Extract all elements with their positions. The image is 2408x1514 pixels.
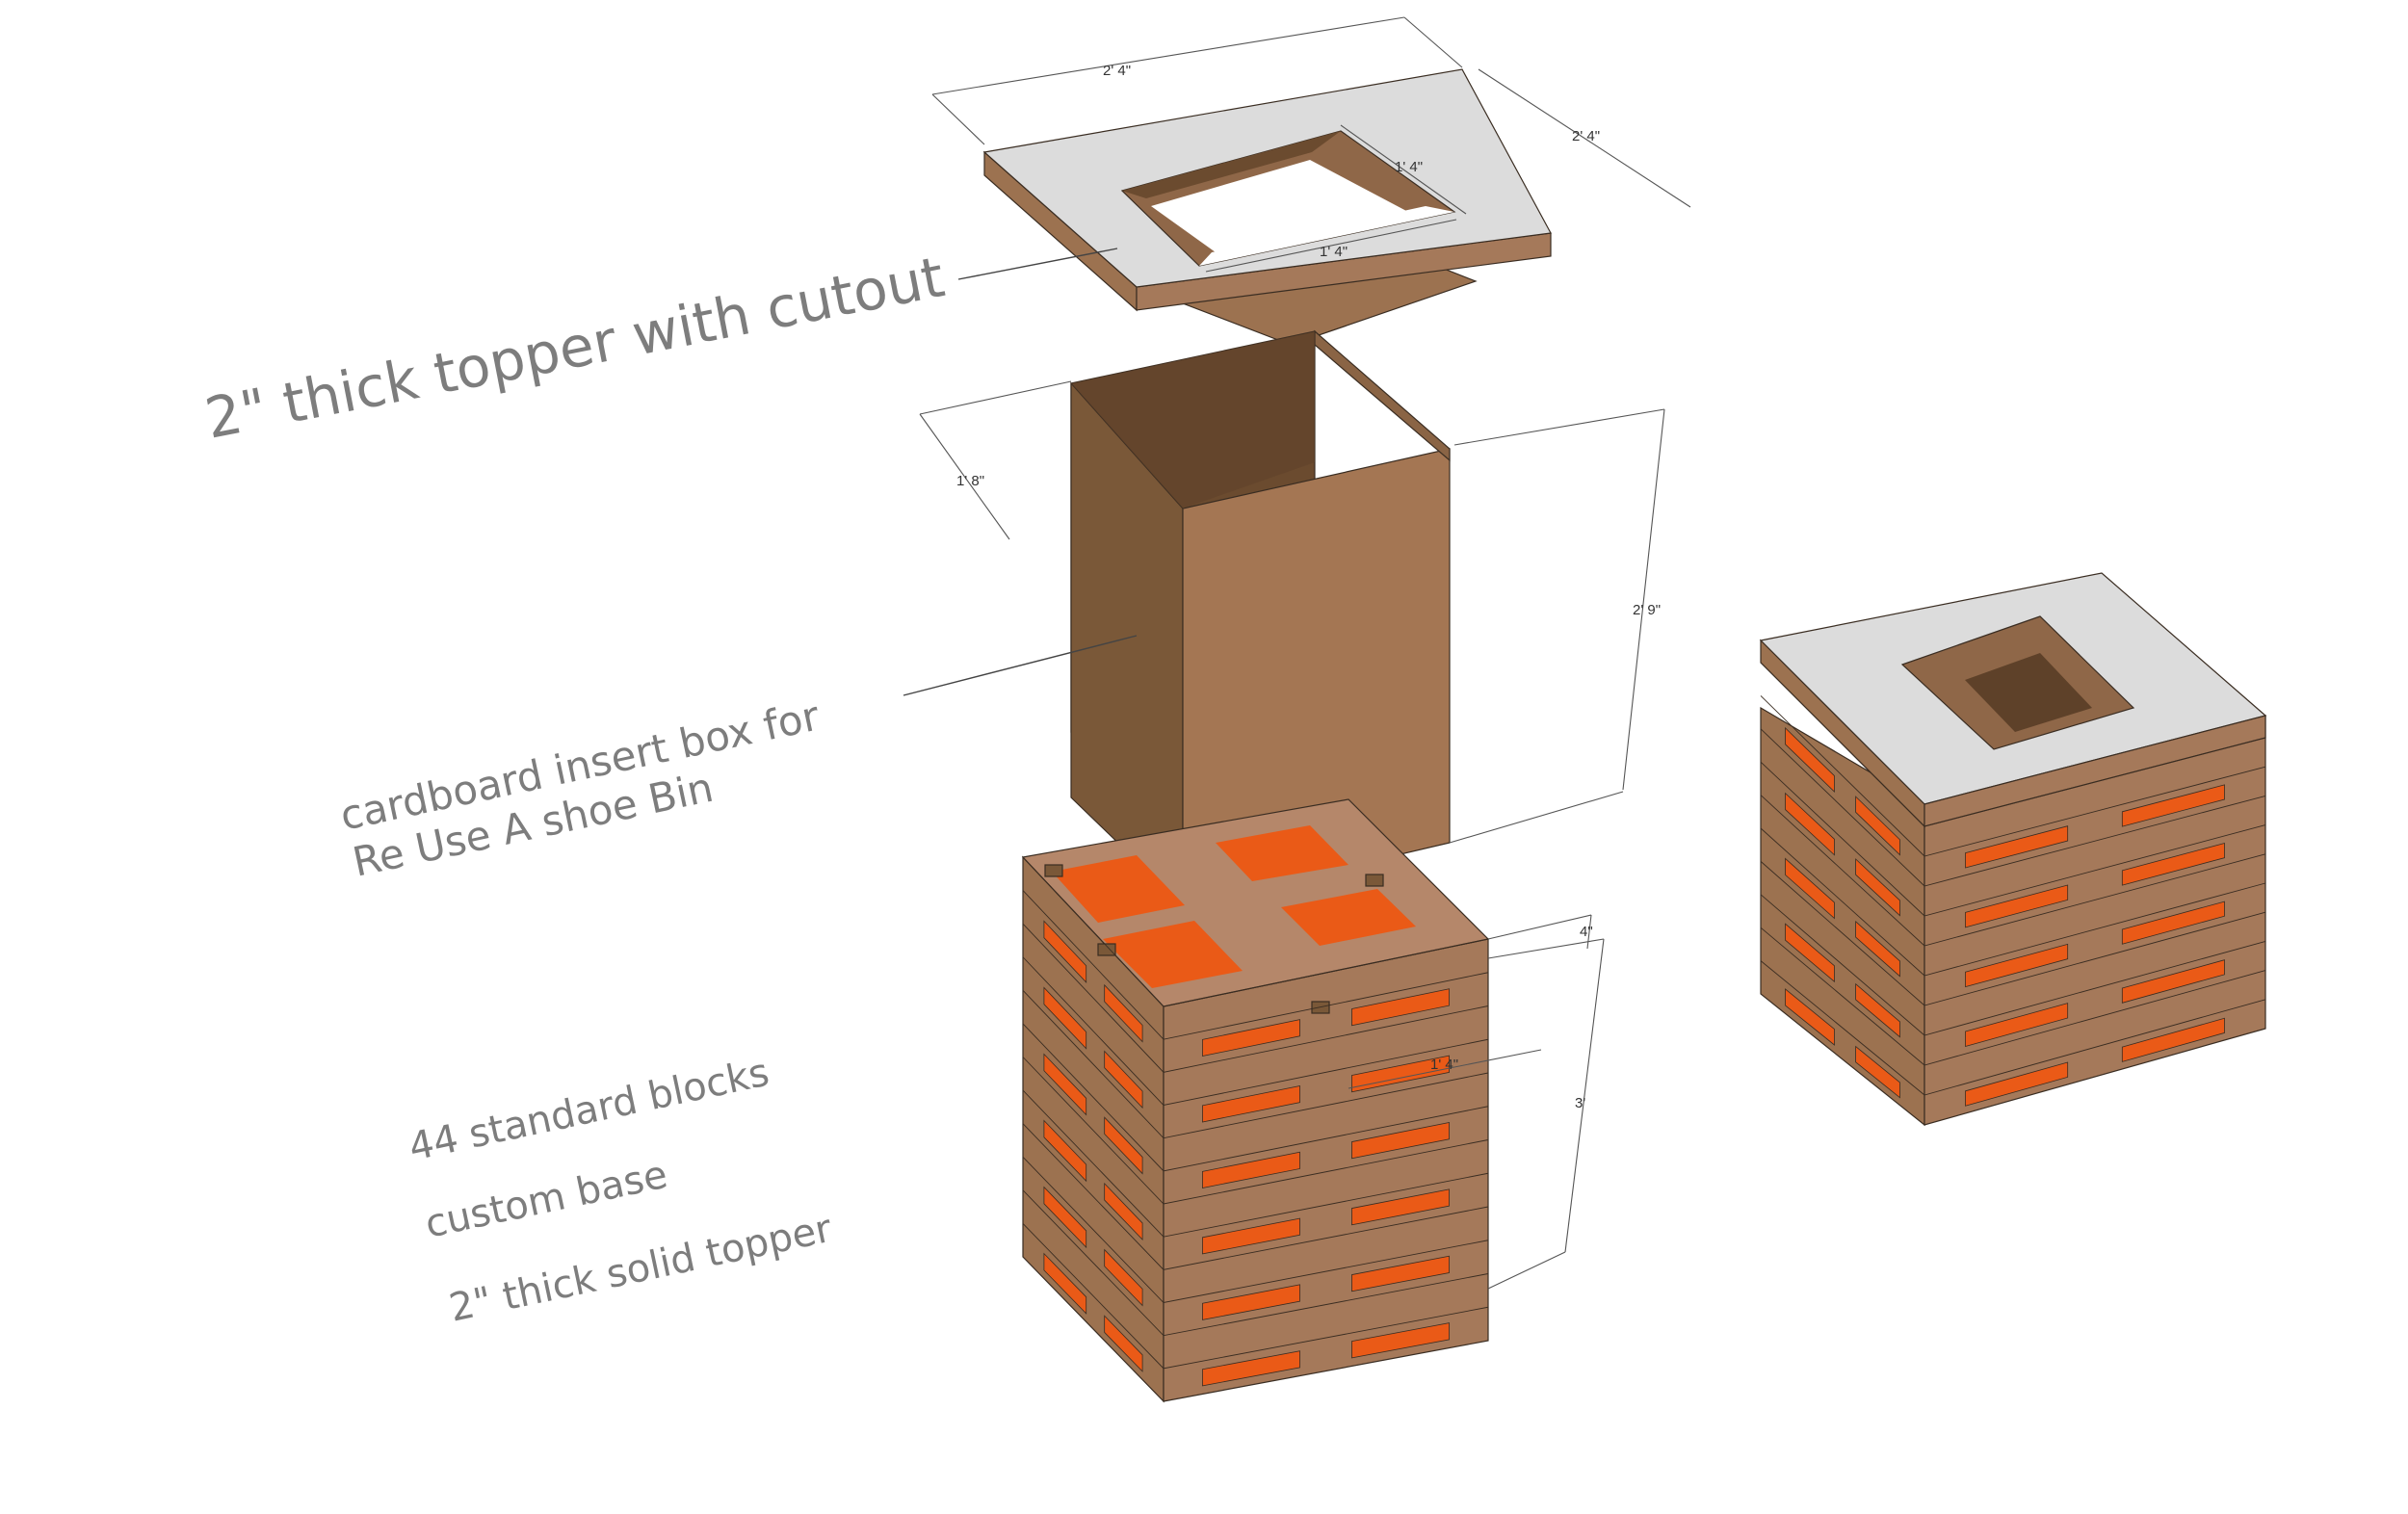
- orange-gap: [1043, 1119, 1087, 1183]
- orange-gap: [1965, 1061, 2069, 1107]
- block-layer-line: [1022, 1057, 1489, 1205]
- orange-gap: [1202, 1350, 1300, 1387]
- block-layer-line: [1022, 956, 1489, 1106]
- orange-gap: [1043, 1252, 1087, 1315]
- block-layer-line: [1022, 1089, 1489, 1238]
- orange-gap: [1965, 884, 2069, 928]
- block-layer-line: [1022, 1156, 1489, 1303]
- orange-gap: [1785, 988, 1835, 1046]
- orange-gap: [1855, 1045, 1900, 1099]
- orange-gap: [1202, 1019, 1300, 1057]
- orange-gap: [1104, 1116, 1143, 1175]
- orange-gap: [1043, 1053, 1087, 1116]
- orange-gap: [2121, 1017, 2225, 1062]
- orange-gap: [1351, 1255, 1450, 1292]
- block-layer-line: [1760, 695, 2266, 857]
- dimension-lines: [919, 16, 1691, 1290]
- block-layer-line: [1760, 795, 2266, 947]
- dim-topper-right-width: 2' 4": [1572, 128, 1600, 144]
- orange-gap: [1855, 920, 1900, 978]
- orange-gap: [1965, 943, 2069, 988]
- orange-gap: [1202, 1284, 1300, 1320]
- block-layer-line: [1760, 662, 2266, 827]
- dim-topper-left-width: 2' 4": [1103, 63, 1131, 79]
- orange-gap: [1785, 792, 1835, 856]
- dim-stack-height: 3': [1575, 1095, 1585, 1111]
- block-layer-line: [1760, 960, 2266, 1096]
- block-layer-line: [1760, 861, 2266, 1006]
- block-layer-line: [1022, 1189, 1489, 1337]
- orange-gap: [1104, 1315, 1143, 1372]
- dim-box-depth: 1' 8": [956, 473, 984, 489]
- block-layer-line: [1760, 894, 2266, 1036]
- cardboard-insert-box: [1070, 329, 1451, 907]
- orange-gap: [1043, 986, 1087, 1050]
- orange-gap: [1351, 1188, 1450, 1226]
- orange-gap: [1043, 920, 1087, 983]
- dim-block-thickness: 4": [1580, 924, 1593, 940]
- orange-gap: [1965, 1003, 2069, 1047]
- orange-gap: [1202, 1151, 1300, 1188]
- orange-gap: [1965, 825, 2069, 869]
- orange-gap: [2121, 842, 2225, 886]
- orange-gap: [2121, 784, 2225, 827]
- callout-blocks: 44 standard blocks: [406, 1051, 773, 1170]
- orange-gap: [1785, 923, 1835, 983]
- block-layer-line: [1022, 923, 1489, 1073]
- orange-gap: [1104, 983, 1143, 1043]
- callout-base: custom base: [422, 1153, 671, 1247]
- block-stack-exploded: [1021, 798, 1490, 1403]
- dim-block-inner: 1' 4": [1430, 1057, 1458, 1073]
- block-layer-line: [1022, 1023, 1489, 1172]
- orange-gap: [1202, 1084, 1300, 1123]
- orange-gap: [2121, 901, 2225, 945]
- block-layer-line: [1022, 990, 1489, 1139]
- orange-gap: [1351, 988, 1450, 1027]
- assembled-planter: [1759, 572, 2267, 1127]
- block-layer-line: [1760, 927, 2266, 1066]
- callout-topper-cutout: 2" thick topper with cutout: [200, 244, 950, 451]
- dim-box-height: 2' 9": [1633, 602, 1661, 618]
- orange-gap: [1855, 982, 1900, 1038]
- orange-gap: [1202, 1217, 1300, 1255]
- orange-gap: [1104, 1182, 1143, 1241]
- block-layer-line: [1022, 1123, 1489, 1270]
- orange-gap: [1351, 1322, 1450, 1359]
- block-layer-line: [1022, 856, 1489, 1007]
- block-layer-line: [1760, 728, 2266, 887]
- orange-gap: [1104, 1248, 1143, 1307]
- orange-gap: [1855, 796, 1900, 856]
- block-layer-line: [1022, 890, 1489, 1040]
- orange-gap: [1855, 858, 1900, 917]
- block-layer-line: [1760, 827, 2266, 977]
- block-layer-line: [1760, 761, 2266, 917]
- orange-gap: [1785, 726, 1835, 793]
- topper-with-cutout: [982, 68, 1552, 346]
- orange-gap: [1043, 1186, 1087, 1249]
- orange-gap: [1351, 1121, 1450, 1160]
- orange-gap: [1785, 857, 1835, 920]
- dim-cutout-width: 1' 4": [1320, 244, 1348, 260]
- dim-cutout-depth: 1' 4": [1395, 159, 1423, 175]
- block-layer-line: [1022, 1223, 1489, 1370]
- orange-gap: [2121, 959, 2225, 1004]
- orange-gap: [1104, 1050, 1143, 1109]
